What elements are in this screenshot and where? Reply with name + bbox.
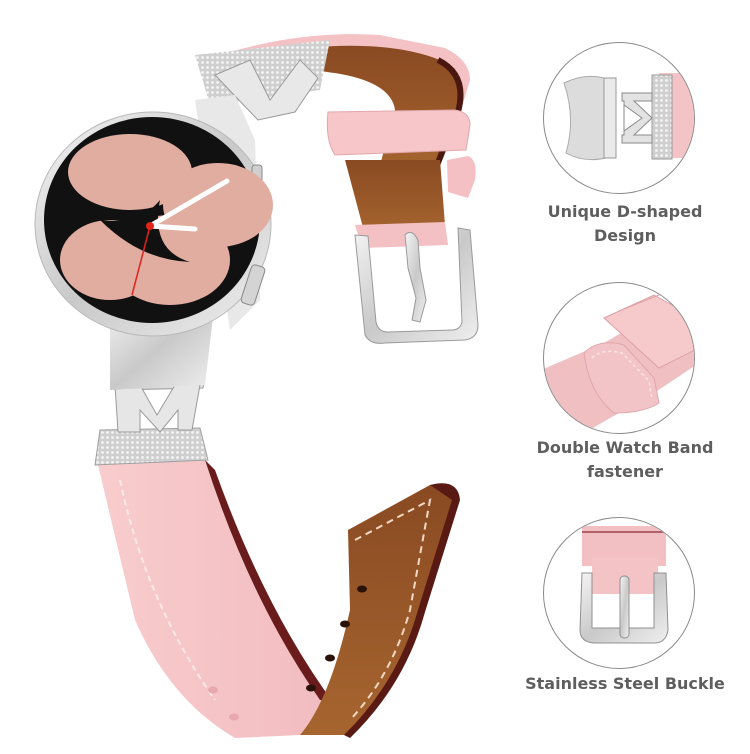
watch-face [60, 134, 273, 305]
caption-line-2: fastener [587, 462, 663, 481]
band-loop-icon [544, 290, 694, 433]
caption-line-1: Double Watch Band [536, 438, 714, 457]
buckle-icon [579, 526, 669, 644]
watch [34, 95, 273, 390]
feature-callout-buckle [543, 517, 695, 669]
d-shaped-connector-icon [563, 73, 694, 161]
caption-line-1: Unique D-shaped [547, 202, 703, 221]
feature-callout-fastener [543, 282, 695, 434]
caption-line-1: Stainless Steel Buckle [525, 674, 725, 693]
top-strap [220, 34, 476, 248]
buckle [354, 227, 479, 344]
feature-caption-fastener: Double Watch Band fastener [510, 436, 740, 484]
caption-line-2: Design [594, 226, 656, 245]
bottom-strap [98, 460, 460, 738]
feature-caption-buckle: Stainless Steel Buckle [510, 672, 740, 696]
feature-caption-d-shaped: Unique D-shaped Design [510, 200, 740, 248]
feature-callout-d-shaped [543, 42, 695, 194]
upper-connector [195, 40, 330, 121]
